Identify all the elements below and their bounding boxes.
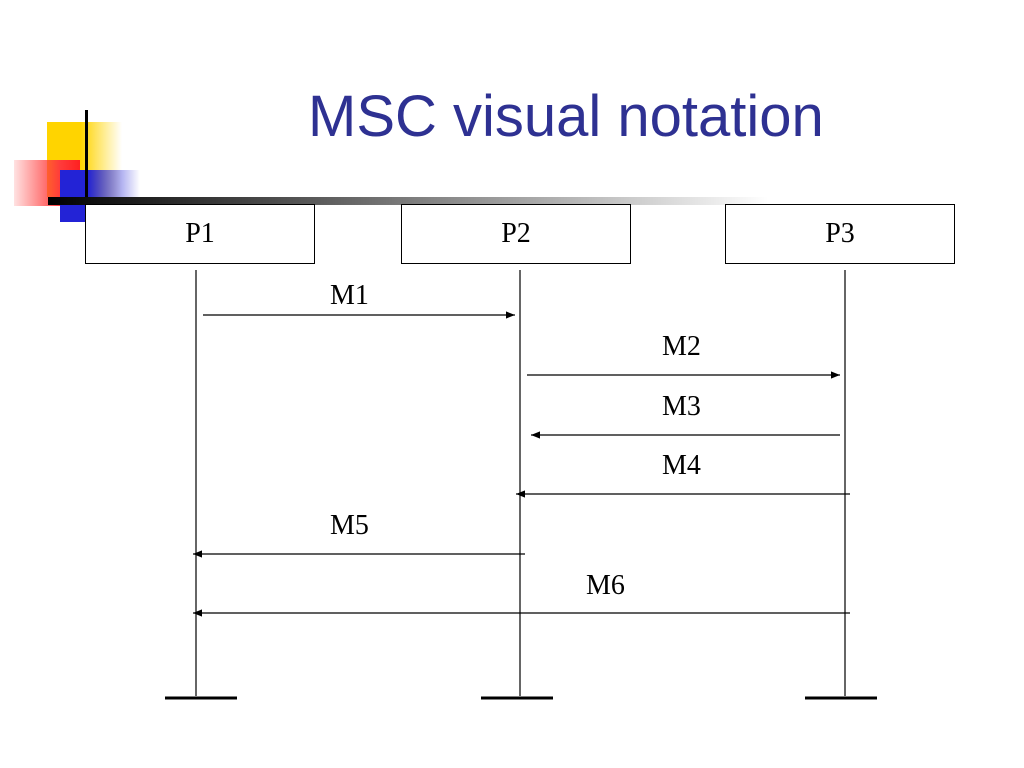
process-box-p3: P3 — [725, 204, 955, 264]
message-label-m2: M2 — [662, 331, 701, 362]
slide-title: MSC visual notation — [308, 84, 824, 149]
title-underline — [48, 197, 768, 205]
message-label-m1: M1 — [330, 280, 369, 311]
message-label-m4: M4 — [662, 450, 701, 481]
process-box-p2: P2 — [401, 204, 631, 264]
message-label-m6: M6 — [586, 570, 625, 601]
message-label-m5: M5 — [330, 510, 369, 541]
message-label-m3: M3 — [662, 391, 701, 422]
deco-vertical-line — [85, 110, 88, 226]
process-box-p1: P1 — [85, 204, 315, 264]
